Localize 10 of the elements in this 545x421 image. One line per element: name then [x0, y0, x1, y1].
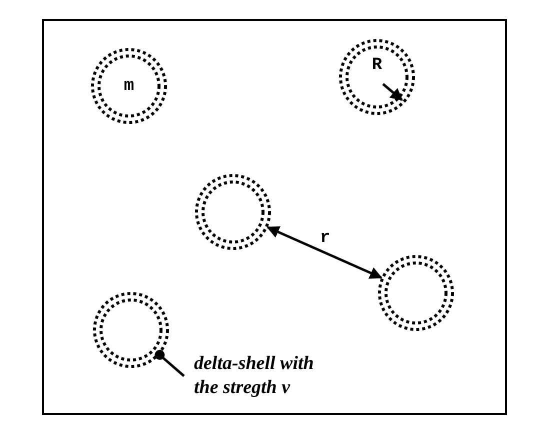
shell-circle: [376, 253, 456, 333]
symbol-label: m: [124, 78, 134, 94]
shell-circle: [337, 37, 417, 117]
shell-circle: [89, 46, 169, 126]
symbol-label: R: [372, 57, 382, 74]
shell-circle: [91, 290, 171, 370]
leader-line: [154, 350, 185, 377]
callout-text: delta-shell with the stregth v: [194, 352, 315, 400]
arrow: [266, 226, 382, 279]
shell-circle: [193, 172, 273, 252]
